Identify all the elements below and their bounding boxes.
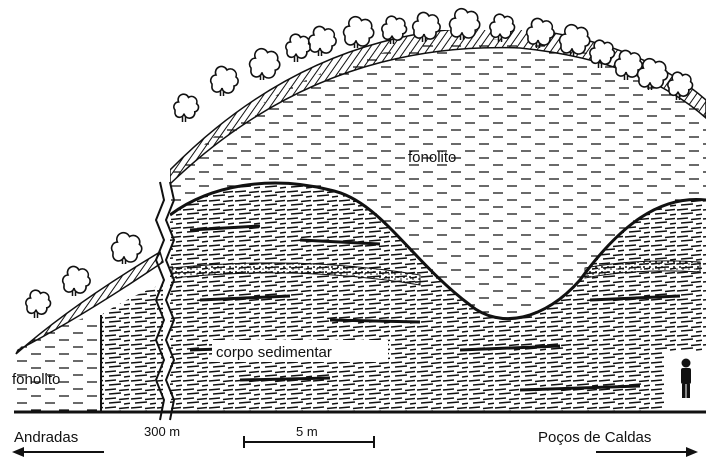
tree-icon [211,66,238,96]
left-block [16,252,163,412]
pocos-de-caldas-label: Poços de Caldas [538,429,651,446]
left-phonolite-layer [16,315,101,412]
tree-icon [112,233,142,264]
andradas-label: Andradas [14,429,78,446]
phonolite-label-left: fonolito [12,371,60,388]
sediment-label: corpo sedimentar [216,344,332,361]
phonolite-label-top: fonolito [408,149,456,166]
left-sediment-layer [101,284,163,412]
tree-icon [344,17,374,48]
tree-icon [174,94,199,122]
tree-icon [26,290,51,318]
right-arrow-icon [596,447,698,457]
scale-bar-label: 5 m [296,424,318,439]
tree-icon [309,26,336,56]
left-arrow-icon [12,447,104,457]
tree-icon [63,266,90,296]
break-distance-label: 300 m [144,424,180,439]
tree-icon [250,49,280,80]
tree-icon [286,34,311,62]
